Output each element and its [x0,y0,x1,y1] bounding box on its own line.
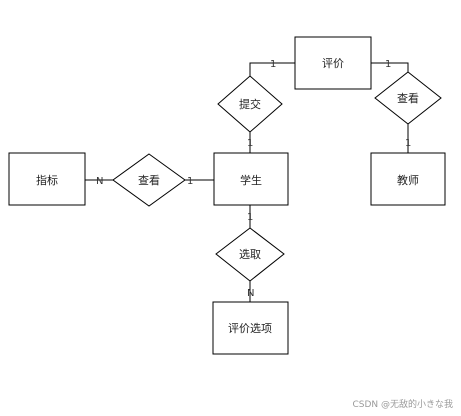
entity-evaluation-option-label: 评价选项 [228,322,272,335]
edge-submit-evaluation [249,62,295,76]
entity-student-label: 学生 [240,173,262,187]
entity-indicator[interactable]: 指标 [8,152,86,206]
cardinality-submit-student: 1 [247,138,253,149]
relationship-select[interactable]: 选取 [215,227,285,282]
cardinality-labels: 1 1 1 1 N 1 1 N [96,59,411,299]
edge-evaluation-teacher-view [371,62,409,72]
cardinality-teacher-view-evaluation: 1 [385,59,391,70]
relationship-select-label: 选取 [239,248,261,261]
cardinality-select-student: 1 [247,212,253,223]
cardinality-teacher-view-teacher: 1 [405,138,411,149]
relationship-teacher-view[interactable]: 查看 [374,71,442,125]
watermark: CSDN @无敌的小きな我 [352,400,453,410]
connectors [85,62,409,302]
entity-evaluation-label: 评价 [322,57,344,70]
relationship-student-view[interactable]: 查看 [112,153,186,207]
cardinality-student-view-indicator: N [96,176,103,187]
cardinality-select-option: N [247,288,254,299]
entity-evaluation-option[interactable]: 评价选项 [212,301,289,355]
relationship-submit-label: 提交 [239,97,261,111]
entity-evaluation[interactable]: 评价 [294,36,372,90]
cardinality-submit-evaluation: 1 [270,59,276,70]
entity-teacher[interactable]: 教师 [370,152,446,206]
relationship-teacher-view-label: 查看 [397,91,419,105]
relationship-student-view-label: 查看 [138,173,160,187]
entity-student[interactable]: 学生 [213,152,289,206]
cardinality-student-view-student: 1 [187,176,193,187]
entity-teacher-label: 教师 [397,174,419,187]
relationship-submit[interactable]: 提交 [217,75,283,133]
entity-indicator-label: 指标 [36,173,58,187]
